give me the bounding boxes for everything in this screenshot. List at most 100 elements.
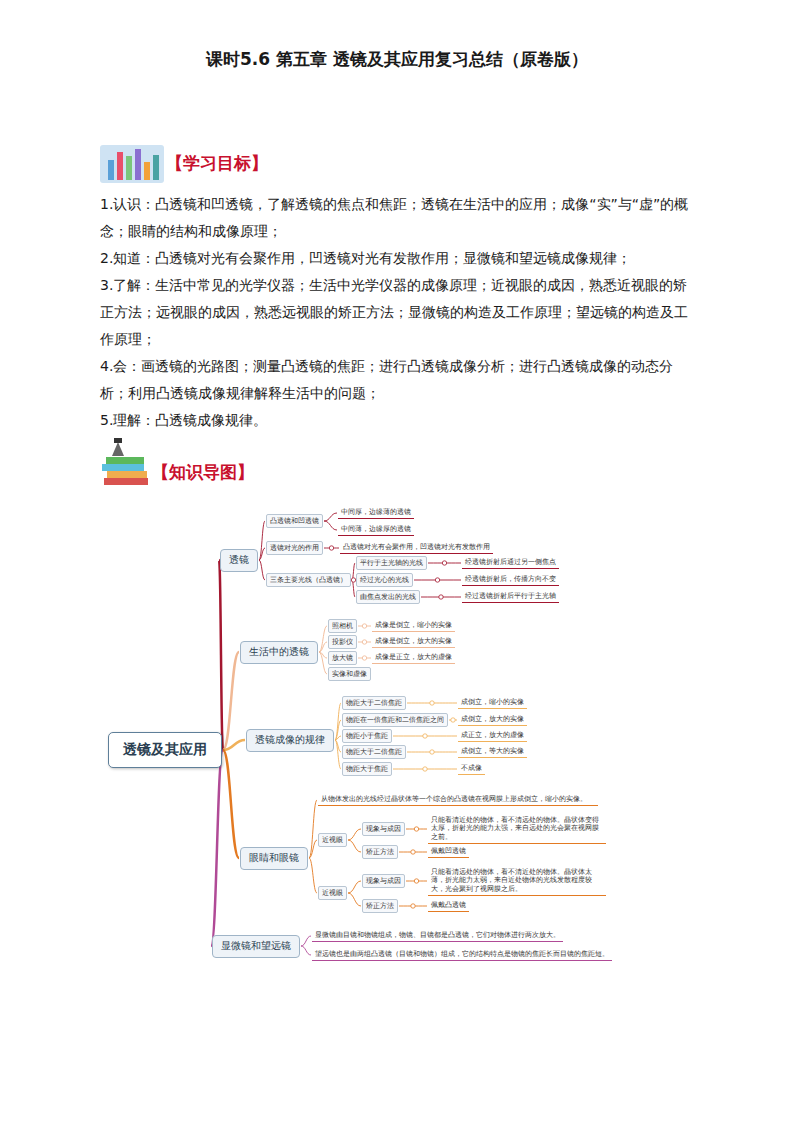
node-text: 显微镜和望远镜: [221, 940, 291, 953]
joint-circle: [423, 767, 427, 771]
node-text: 佩戴凹透镜: [431, 847, 466, 855]
node-text: 成倒立，放大的实像: [461, 715, 524, 723]
node-text: 经透镜折射后通过另一侧焦点: [465, 558, 556, 566]
detail-text: 经透镜折射后，传播方向不变: [462, 574, 559, 586]
subtopic-box: 近视眼: [318, 886, 347, 899]
node-text: 经过光心的光线: [360, 576, 409, 584]
mindmap-branch-line: [219, 560, 223, 750]
subtopic-box: 投影仪: [328, 635, 357, 648]
detail-text: 从物体发出的光线经过晶状体等一个综合的凸透镜在视网膜上形成倒立，缩小的实像。: [318, 794, 598, 806]
joint-circle: [362, 656, 366, 660]
mindmap-branch-line: [223, 740, 245, 750]
joint-circle: [329, 546, 333, 550]
map-icon: [102, 438, 148, 485]
joint-circle: [414, 827, 418, 831]
mindmap-branch-line: [301, 936, 311, 946]
detail-text: 成正立，放大的虚像: [458, 730, 527, 742]
detail-text: 佩戴凸透镜: [428, 900, 469, 912]
subtopic-box: 平行于主光轴的光线: [356, 556, 427, 569]
node-text: 眼睛和眼镜: [249, 852, 299, 865]
node-text: 矫正方法: [366, 902, 394, 910]
mindmap-branch-line: [309, 858, 317, 893]
node-text: 三条主要光线（凸透镜）: [270, 576, 347, 584]
node-text: 凸透镜对光有会聚作用，凹透镜对光有发散作用: [343, 543, 490, 551]
branch-topic: 眼睛和眼镜: [240, 847, 308, 870]
subtopic-box: 矫正方法: [362, 845, 398, 858]
node-text: 经透镜折射后，传播方向不变: [465, 575, 556, 583]
mindmap-branch-line: [335, 703, 341, 740]
node-text: 生活中的透镜: [249, 646, 309, 659]
detail-text: 显微镜由目镜和物镜组成，物镜、目镜都是凸透镜，它们对物体进行两次放大。: [312, 930, 563, 942]
subtopic-box: 凸透镜和凹透镜: [266, 514, 323, 527]
detail-text: 望远镜也是由两组凸透镜（目镜和物镜）组成，它的结构特点是物镜的焦距长而目镜的焦距…: [312, 949, 612, 961]
node-text: 佩戴凸透镜: [431, 901, 466, 909]
node-text: 望远镜也是由两组凸透镜（目镜和物镜）组成，它的结构特点是物镜的焦距长而目镜的焦距…: [315, 950, 609, 958]
detail-text: 中间厚，边缘薄的透镜: [338, 507, 414, 519]
node-text: 现象与成因: [366, 877, 401, 885]
node-text: 显微镜由目镜和物镜组成，物镜、目镜都是凸透镜，它们对物体进行两次放大。: [315, 931, 560, 939]
node-text: 实像和虚像: [332, 670, 367, 678]
joint-circle: [435, 578, 439, 582]
subtopic-box: 近视眼: [318, 833, 347, 846]
detail-text: 成倒立，放大的实像: [458, 714, 527, 726]
joint-circle: [362, 640, 366, 644]
objective-item: 2.知道：凸透镜对光有会聚作用，凹透镜对光有发散作用；显微镜和望远镜成像规律；: [100, 245, 700, 272]
subtopic-box: 透镜对光的作用: [266, 541, 323, 554]
node-text: 物距大于二倍焦距: [346, 748, 402, 756]
joint-circle: [414, 879, 418, 883]
node-text: 只能看清近处的物体，看不清远处的物体。晶状体变得太厚，折射光的能力太强，来自远处…: [431, 816, 603, 841]
mindmap-branch-line: [259, 521, 265, 560]
mindmap-branch-line: [324, 513, 337, 521]
subtopic-box: 实像和虚像: [328, 667, 371, 680]
joint-circle: [423, 734, 427, 738]
branch-topic: 显微镜和望远镜: [212, 935, 300, 958]
node-text: 成像是正立，放大的虚像: [375, 653, 452, 661]
subtopic-box: 物距大于二倍焦距: [342, 696, 406, 709]
joint-circle: [411, 850, 415, 854]
detail-text: 成像是倒立，缩小的实像: [372, 620, 455, 632]
mindmap-branch-line: [309, 840, 317, 858]
mindmap-branch-line: [211, 750, 223, 946]
detail-text: 成像是正立，放大的虚像: [372, 652, 455, 664]
subtopic-box: 现象与成因: [362, 874, 405, 887]
node-text: 凸透镜和凹透镜: [270, 517, 319, 525]
node-text: 成像是倒立，放大的实像: [375, 637, 452, 645]
subtopic-box: 放大镜: [328, 651, 357, 664]
detail-text: 佩戴凹透镜: [428, 846, 469, 858]
node-text: 只能看清远处的物体，看不清近处的物体。晶状体太薄，折光能力太弱，来自近处物体的光…: [431, 868, 603, 893]
mindmap-branch-line: [259, 548, 265, 560]
detail-text: 只能看清远处的物体，看不清近处的物体。晶状体太薄，折光能力太弱，来自近处物体的光…: [428, 866, 606, 895]
node-text: 透镜成像的规律: [255, 734, 325, 747]
subtopic-box: 物距大于二倍焦距: [342, 745, 406, 758]
root-topic: 透镜及其应用: [108, 732, 222, 768]
detail-text: 不成像: [458, 763, 485, 775]
mindmap-branch-line: [335, 740, 341, 769]
detail-text: 成倒立，缩小的实像: [458, 697, 527, 709]
mindmap-branch-line: [223, 750, 239, 858]
node-text: 成像是倒立，缩小的实像: [375, 621, 452, 629]
mindmap-branch-line: [309, 800, 317, 858]
mindmap-branch-line: [324, 521, 337, 530]
detail-text: 只能看清近处的物体，看不清远处的物体。晶状体变得太厚，折射光的能力太强，来自远处…: [428, 814, 606, 843]
node-text: 中间厚，边缘薄的透镜: [341, 508, 411, 516]
mindmap-branch-line: [348, 893, 361, 906]
node-text: 中间薄，边缘厚的透镜: [341, 525, 411, 533]
node-text: 透镜: [229, 554, 249, 567]
detail-text: 成倒立，等大的实像: [458, 746, 527, 758]
mindmap-branch-line: [301, 946, 311, 955]
joint-circle: [362, 624, 366, 628]
mindmap-branch-line: [335, 720, 341, 740]
mindmap-branch-line: [348, 829, 361, 840]
objective-item: 5.理解：凸透镜成像规律。: [100, 407, 700, 434]
objective-item: 4.会：画透镜的光路图；测量凸透镜的焦距；进行凸透镜成像分析；进行凸透镜成像的动…: [100, 353, 700, 407]
node-text: 由焦点发出的光线: [360, 593, 416, 601]
mindmap-branch-line: [223, 652, 239, 750]
node-text: 物距大于焦距: [346, 765, 388, 773]
branch-topic: 透镜成像的规律: [246, 729, 334, 752]
subtopic-box: 照相机: [328, 619, 357, 632]
mindmap-branch-line: [335, 736, 341, 740]
node-text: 从物体发出的光线经过晶状体等一个综合的凸透镜在视网膜上形成倒立，缩小的实像。: [321, 795, 595, 803]
mindmap-branch-line: [348, 840, 361, 852]
node-text: 矫正方法: [366, 848, 394, 856]
node-text: 照相机: [332, 622, 353, 630]
